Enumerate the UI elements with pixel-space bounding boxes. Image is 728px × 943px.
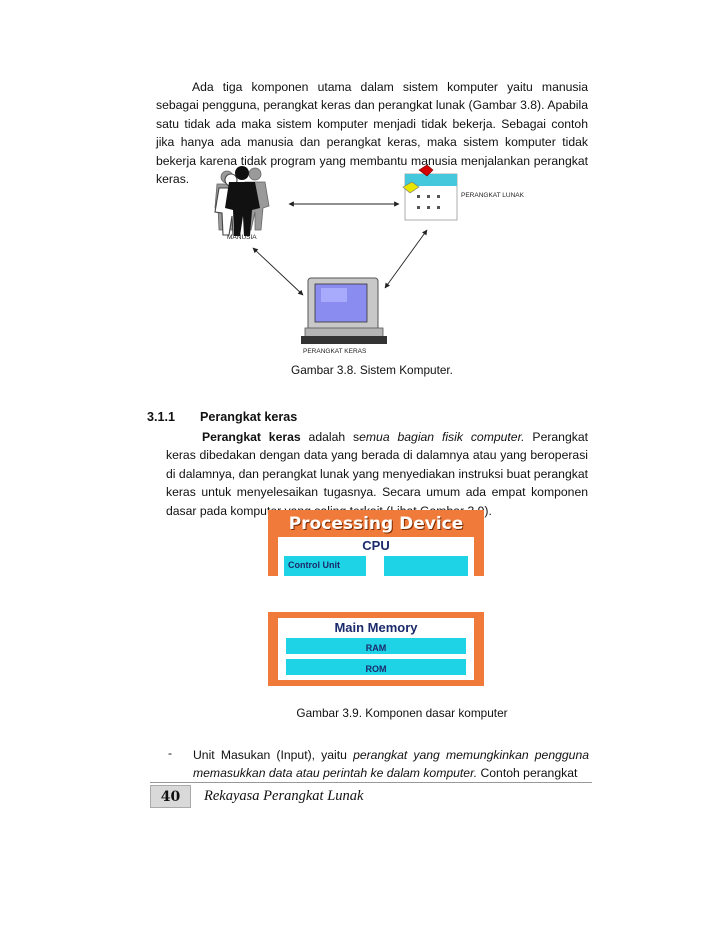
bullet-tail: Contoh perangkat <box>477 766 578 781</box>
rom-box: ROM <box>286 659 466 675</box>
section-number: 3.1.1 <box>147 410 176 424</box>
processing-device-box: Processing Device CPU Control Unit <box>268 510 484 576</box>
arrow-people-hardware <box>252 247 304 296</box>
software-icon: PERANGKAT LUNAK <box>402 164 525 221</box>
system-figure: MANUSIA PERANGKAT LUNAK PERANGKAT KERAS <box>214 164 525 355</box>
section-heading: 3.1.1 Perangkat keras <box>147 410 297 424</box>
intro-paragraph: Ada tiga komponen utama dalam sistem kom… <box>156 80 588 187</box>
rom-label: ROM <box>365 664 387 674</box>
arrow-software-hardware <box>384 229 428 289</box>
cpu-label: CPU <box>362 538 390 553</box>
main-memory-inner: Main Memory RAM ROM <box>278 618 474 680</box>
people-icon: MANUSIA <box>214 166 270 241</box>
section-title: Perangkat keras <box>200 410 298 424</box>
hardware-mid: adalah s <box>300 430 360 444</box>
bullet-dash: - <box>168 746 173 760</box>
hardware-term: Perangkat keras <box>202 430 301 444</box>
book-title: Rekayasa Perangkat Lunak <box>204 788 364 804</box>
bullet-text: Unit Masukan (Input), yaitu perangkat ya… <box>193 746 589 783</box>
label-manusia: MANUSIA <box>227 234 257 241</box>
control-unit-box: Control Unit <box>284 556 366 576</box>
footer-divider <box>150 782 592 783</box>
hardware-definition: emua bagian fisik computer. <box>359 430 525 444</box>
bullet-lead: Unit Masukan (Input), yaitu <box>193 748 354 762</box>
ram-label: RAM <box>365 643 387 653</box>
control-unit-label: Control Unit <box>288 560 340 570</box>
label-lunak: PERANGKAT LUNAK <box>461 192 525 199</box>
figure-caption-components: Gambar 3.9. Komponen dasar komputer <box>296 706 508 720</box>
main-memory-box: Main Memory RAM ROM <box>268 612 484 686</box>
ram-box: RAM <box>286 638 466 654</box>
hardware-paragraph: Perangkat keras adalah semua bagian fisi… <box>166 428 588 520</box>
processing-title: Processing Device <box>288 514 464 534</box>
figure-caption-system: Gambar 3.8. Sistem Komputer. <box>291 363 453 377</box>
page-number: 40 <box>150 785 191 808</box>
bullet-italic: perangkat yang memungkinkan pengguna mem… <box>193 748 589 781</box>
alu-box <box>384 556 468 576</box>
cpu-box: CPU Control Unit <box>278 537 474 576</box>
computer-icon: PERANGKAT KERAS <box>301 277 387 355</box>
memory-title: Main Memory <box>334 620 418 635</box>
label-keras: PERANGKAT KERAS <box>303 348 367 355</box>
